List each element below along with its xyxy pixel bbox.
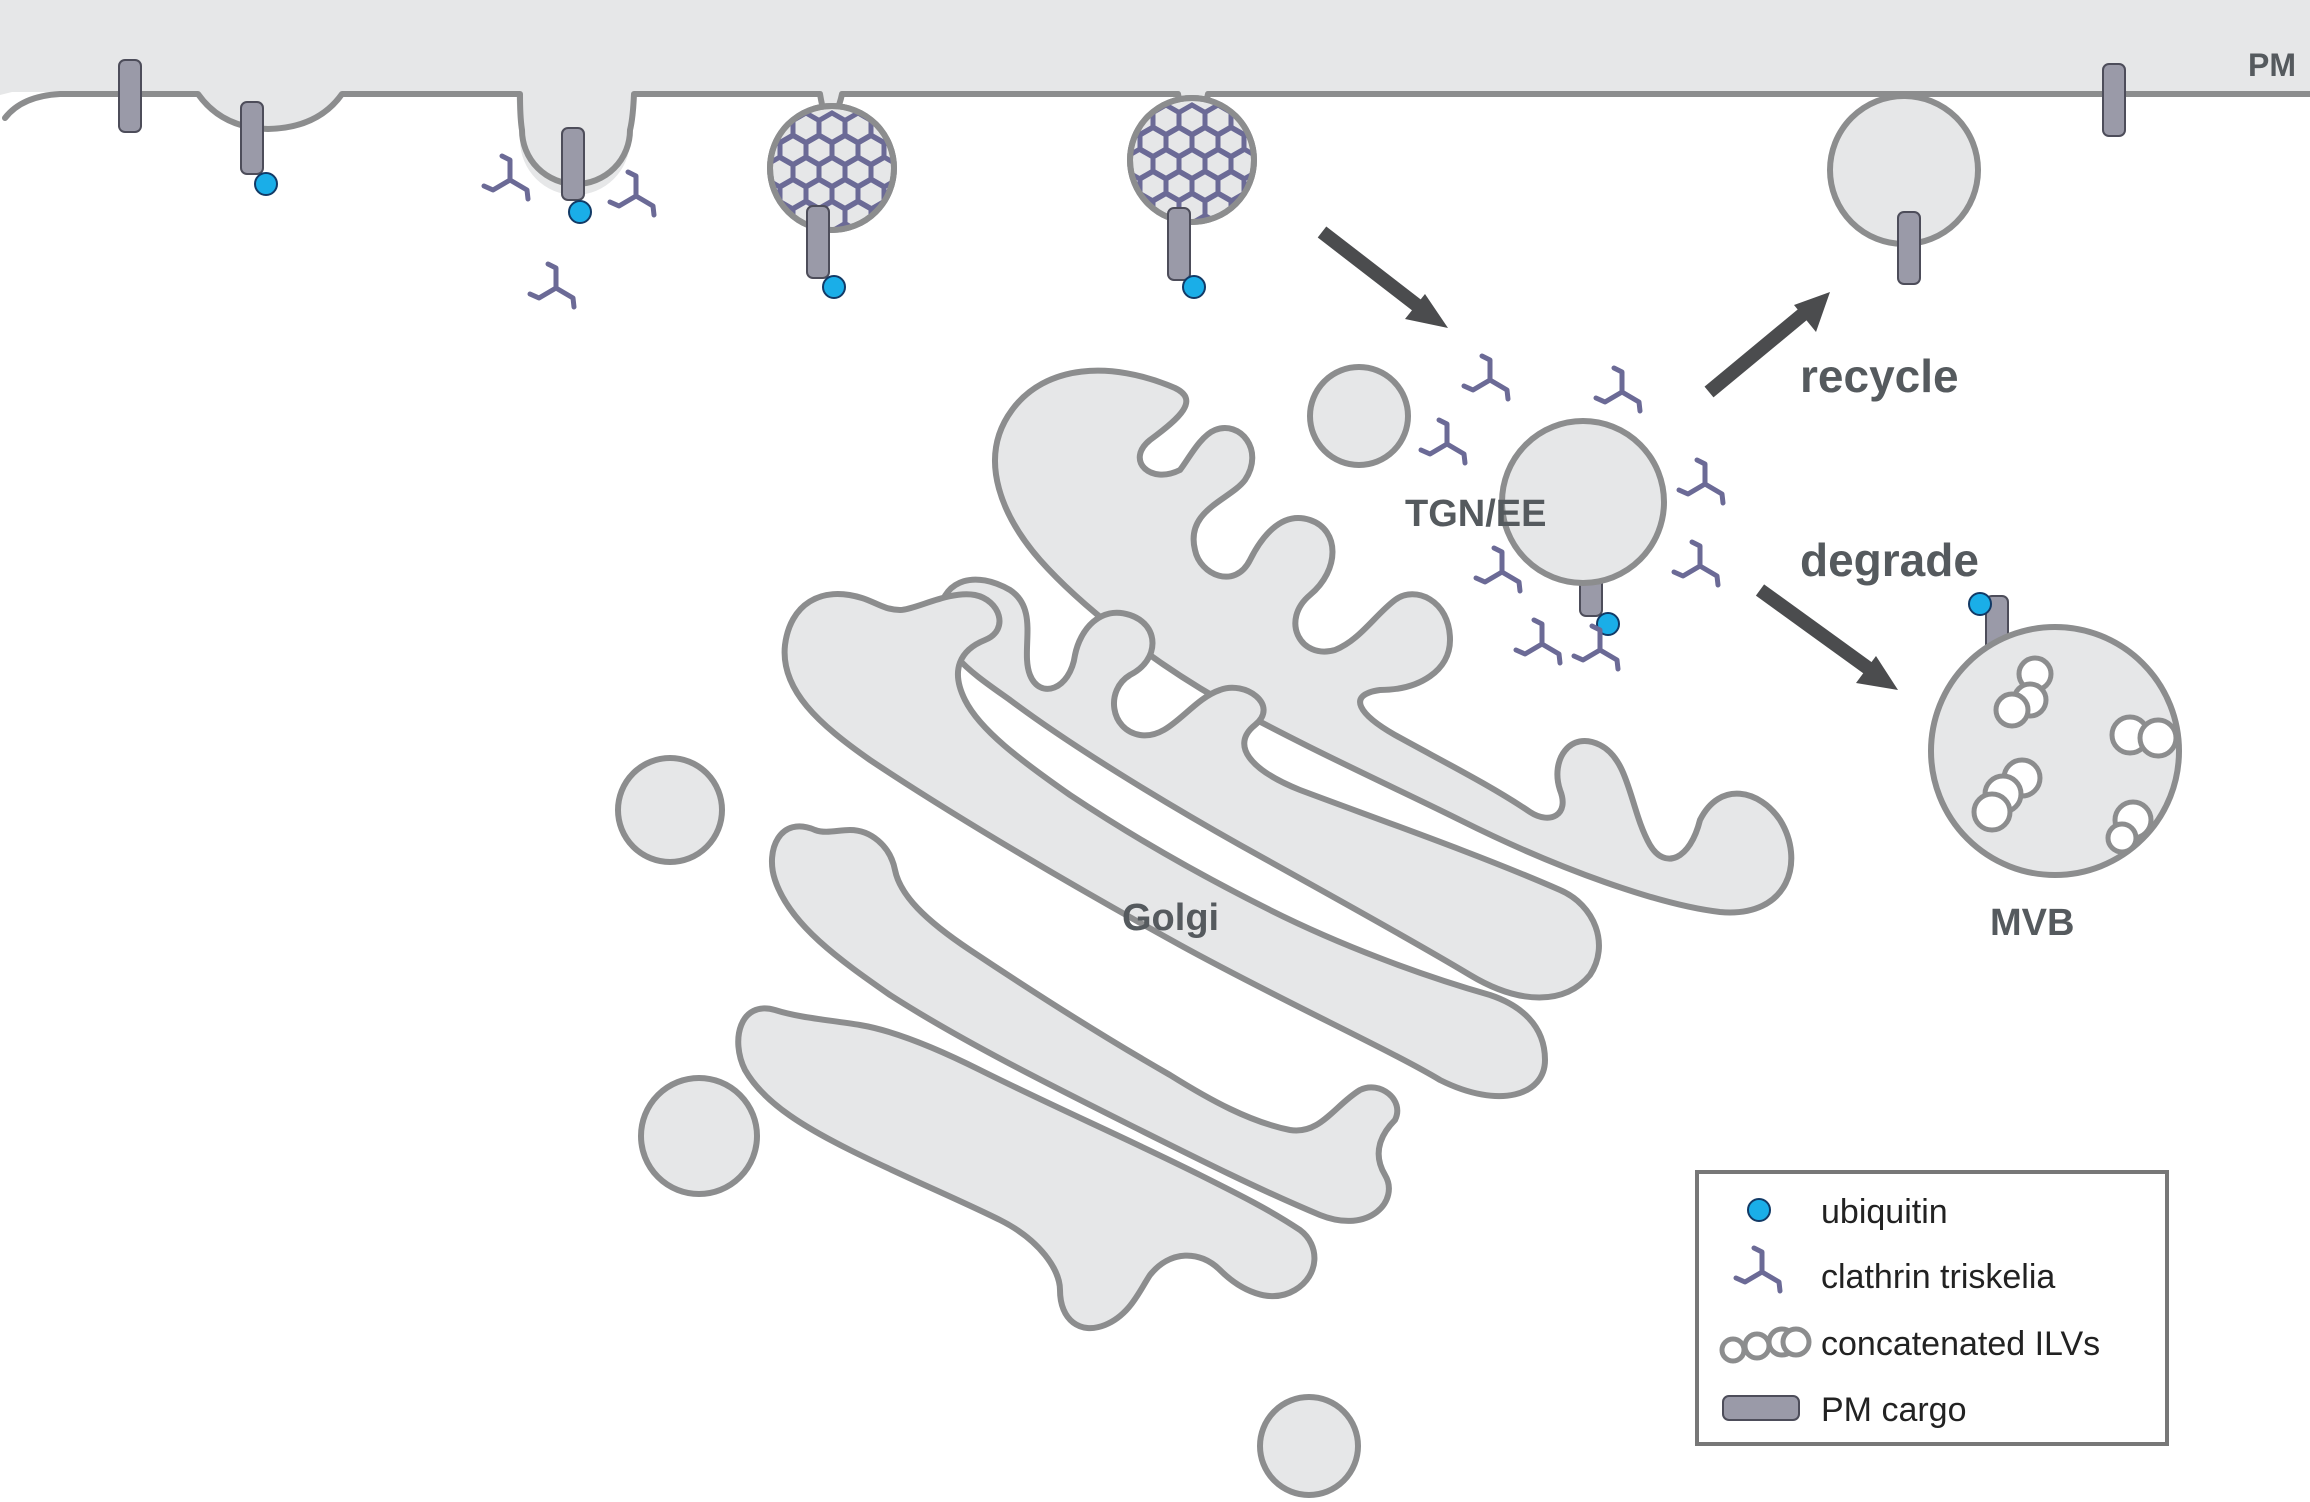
pm-cargo-3 — [561, 127, 585, 201]
tgn-ee-compartment — [1499, 418, 1667, 586]
legend: ubiquitin clathrin triskelia concatenate… — [1695, 1170, 2169, 1446]
golgi-vesicle-4 — [1257, 1394, 1361, 1498]
mvb-ilv-chain-2 — [2109, 714, 2179, 759]
mvb-ilv-chain-4 — [2105, 799, 2154, 855]
pm-cargo-4 — [806, 205, 830, 279]
golgi-cisterna-1 — [992, 367, 1795, 916]
golgi-cisterna-4 — [768, 823, 1401, 1224]
arrow-recycle — [1704, 292, 1830, 398]
legend-label-clathrin: clathrin triskelia — [1821, 1258, 2055, 1296]
golgi-cisterna-5 — [735, 1005, 1318, 1332]
ubiquitin-4 — [1182, 275, 1206, 299]
golgi-vesicle-2 — [615, 755, 725, 865]
pm-cargo-6 — [1897, 211, 1921, 285]
golgi-cisterna-3 — [781, 591, 1548, 1100]
degrade-label: degrade — [1800, 534, 1979, 586]
golgi-vesicle-1 — [1307, 364, 1411, 468]
legend-label-ubiquitin: ubiquitin — [1821, 1193, 1948, 1231]
clathrin-coated-pit-1 — [767, 103, 897, 233]
pm-cargo-2 — [240, 101, 264, 175]
ubiquitin-1 — [254, 172, 278, 196]
golgi-label: Golgi — [1122, 897, 1219, 939]
legend-label-ilvs: concatenated ILVs — [1821, 1325, 2100, 1363]
pm-cargo-icon — [1722, 1395, 1800, 1421]
clathrin-coated-pit-2 — [1127, 95, 1257, 225]
pm-label: PM — [2248, 47, 2296, 83]
triskelion-3 — [530, 264, 574, 307]
multivesicular-body — [1928, 624, 2182, 878]
arrow-endocytosis — [1317, 226, 1448, 328]
mvb-label: MVB — [1990, 902, 2074, 944]
concatenated-ilvs-icon — [1719, 1326, 1812, 1364]
pm-cargo-1 — [118, 59, 142, 133]
arrow-degrade — [1755, 584, 1898, 690]
golgi-stack — [615, 364, 1795, 1498]
mvb-ilv-chain-1 — [1993, 655, 2054, 729]
recycle-label: recycle — [1800, 350, 1959, 402]
ubiquitin-icon — [1747, 1198, 1771, 1222]
triskelion-1 — [484, 156, 528, 199]
ubiquitin-molecules — [254, 172, 1992, 636]
ubiquitin-6 — [1968, 592, 1992, 616]
tgn-ee-label: TGN/EE — [1405, 493, 1546, 535]
golgi-vesicle-3 — [638, 1075, 760, 1197]
ubiquitin-5 — [1596, 612, 1620, 636]
ubiquitin-2 — [568, 200, 592, 224]
pm-cargo-7 — [2102, 63, 2126, 137]
triskelion-2 — [610, 172, 654, 215]
pm-cargo-5 — [1167, 207, 1191, 281]
mvb-ilv-chain-3 — [1971, 757, 2043, 833]
ubiquitin-3 — [822, 275, 846, 299]
golgi-cisterna-2 — [936, 576, 1602, 1001]
legend-label-pm-cargo: PM cargo — [1821, 1391, 1967, 1429]
